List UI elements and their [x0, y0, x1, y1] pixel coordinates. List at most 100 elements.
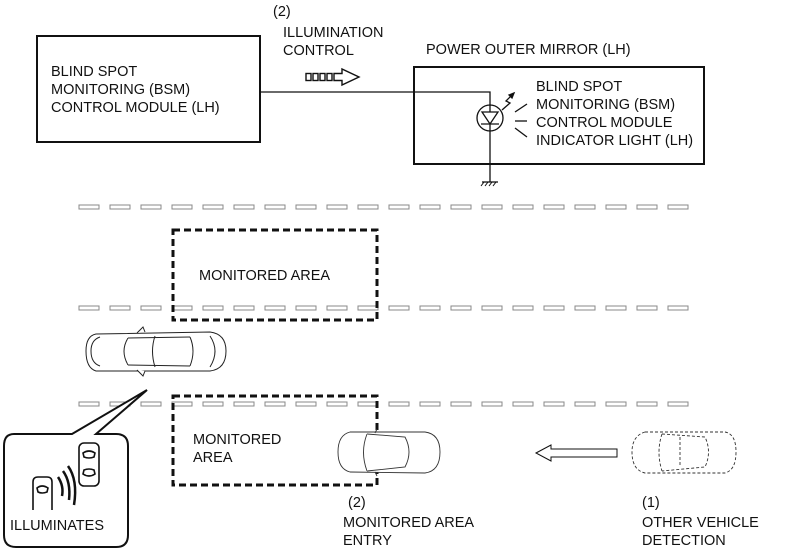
entry-label: MONITORED AREA ENTRY — [343, 514, 474, 550]
lane-dash — [574, 401, 596, 407]
lane-dash — [202, 401, 224, 407]
lane-dash — [450, 204, 472, 210]
lane-dash — [171, 401, 193, 407]
detection-step-number: (1) — [642, 495, 660, 511]
lane-dash — [357, 401, 379, 407]
lane-dash — [481, 204, 503, 210]
approach-arrow-icon — [534, 444, 618, 462]
lane-dash — [574, 305, 596, 311]
lane-dash — [388, 204, 410, 210]
lane-dash — [295, 305, 317, 311]
bsm-module-line-1: BLIND SPOT — [51, 64, 138, 80]
lane-dash — [574, 204, 596, 210]
bsm-control-module-box — [36, 35, 261, 143]
illumination-line-2: CONTROL — [283, 43, 354, 59]
lane-dash — [481, 305, 503, 311]
lane-dash — [295, 401, 317, 407]
lane-dash — [481, 401, 503, 407]
illumination-step-number: (2) — [273, 4, 291, 20]
lane-dash — [264, 204, 286, 210]
lane-dash — [295, 204, 317, 210]
monitored-area-lower-line-2: AREA — [193, 450, 233, 466]
monitored-area-lower-label: MONITORED AREA — [193, 431, 281, 467]
lane-dash — [667, 305, 689, 311]
lane-dash — [667, 401, 689, 407]
lane-dash — [326, 204, 348, 210]
lane-dash — [512, 305, 534, 311]
lane-dash — [388, 401, 410, 407]
monitored-area-upper-label: MONITORED AREA — [199, 268, 331, 284]
lane-dash — [171, 305, 193, 311]
lane-dash — [233, 305, 255, 311]
lane-dash — [264, 305, 286, 311]
lane-dash — [109, 204, 131, 210]
lane-dash — [140, 305, 162, 311]
lane-dash — [543, 204, 565, 210]
bsm-module-line-3: CONTROL MODULE (LH) — [51, 100, 220, 116]
indicator-light-label: BLIND SPOT MONITORING (BSM) CONTROL MODU… — [536, 78, 693, 150]
illumination-control-label: ILLUMINATION CONTROL — [283, 24, 383, 60]
power-outer-mirror-box — [413, 66, 705, 165]
lane-dash — [636, 401, 658, 407]
lane-dash — [543, 305, 565, 311]
lane-dash — [543, 401, 565, 407]
lane-dash — [171, 204, 193, 210]
entry-step-number: (2) — [348, 495, 366, 511]
lane-dash — [233, 204, 255, 210]
lane-dash — [109, 305, 131, 311]
lane-dash — [78, 305, 100, 311]
entry-line-1: MONITORED AREA — [343, 515, 475, 531]
lane-dash — [667, 204, 689, 210]
entering-vehicle — [337, 428, 441, 477]
lane-dash — [357, 204, 379, 210]
lane-dash — [78, 204, 100, 210]
light-waves-icon — [56, 465, 77, 506]
monitored-area-lower-line-1: MONITORED — [193, 432, 282, 448]
detection-line-2: DETECTION — [642, 533, 726, 549]
lane-dash — [419, 305, 441, 311]
illumination-line-1: ILLUMINATION — [283, 25, 384, 41]
lane-dash — [326, 305, 348, 311]
indicator-callout — [3, 389, 148, 548]
detection-line-1: OTHER VEHICLE — [642, 515, 759, 531]
lane-dash — [419, 401, 441, 407]
lane-dash — [326, 401, 348, 407]
lane-markings — [78, 204, 689, 407]
lane-dash — [419, 204, 441, 210]
lane-dash — [512, 204, 534, 210]
indicator-line-3: CONTROL MODULE — [536, 115, 673, 131]
indicator-line-4: INDICATOR LIGHT (LH) — [536, 133, 694, 149]
own-vehicle — [85, 326, 227, 377]
ground-icon — [480, 181, 498, 187]
lane-dash — [450, 305, 472, 311]
lane-dash — [78, 401, 100, 407]
detection-label: OTHER VEHICLE DETECTION — [642, 514, 759, 550]
illuminates-label: ILLUMINATES — [10, 518, 105, 534]
illumination-arrow-icon — [305, 67, 361, 87]
monitored-area-upper — [171, 228, 379, 322]
mirror-title: POWER OUTER MIRROR (LH) — [426, 42, 631, 58]
lane-dash — [264, 401, 286, 407]
lane-dash — [605, 305, 627, 311]
entry-line-2: ENTRY — [343, 533, 392, 549]
indicator-line-2: MONITORING (BSM) — [536, 97, 676, 113]
lane-dash — [140, 401, 162, 407]
lane-dash — [202, 204, 224, 210]
lane-dash — [202, 305, 224, 311]
lane-dash — [605, 401, 627, 407]
lane-dash — [512, 401, 534, 407]
bsm-module-label: BLIND SPOT MONITORING (BSM) CONTROL MODU… — [51, 63, 220, 117]
lane-dash — [636, 305, 658, 311]
led-indicator-icon — [476, 91, 528, 138]
lane-dash — [605, 204, 627, 210]
lane-dash — [450, 401, 472, 407]
indicator-line-1: BLIND SPOT — [536, 79, 623, 95]
lane-dash — [357, 305, 379, 311]
lane-dash — [233, 401, 255, 407]
bsm-module-line-2: MONITORING (BSM) — [51, 82, 191, 98]
lane-dash — [388, 305, 410, 311]
signal-wire — [260, 91, 491, 182]
lane-dash — [636, 204, 658, 210]
lane-dash — [140, 204, 162, 210]
